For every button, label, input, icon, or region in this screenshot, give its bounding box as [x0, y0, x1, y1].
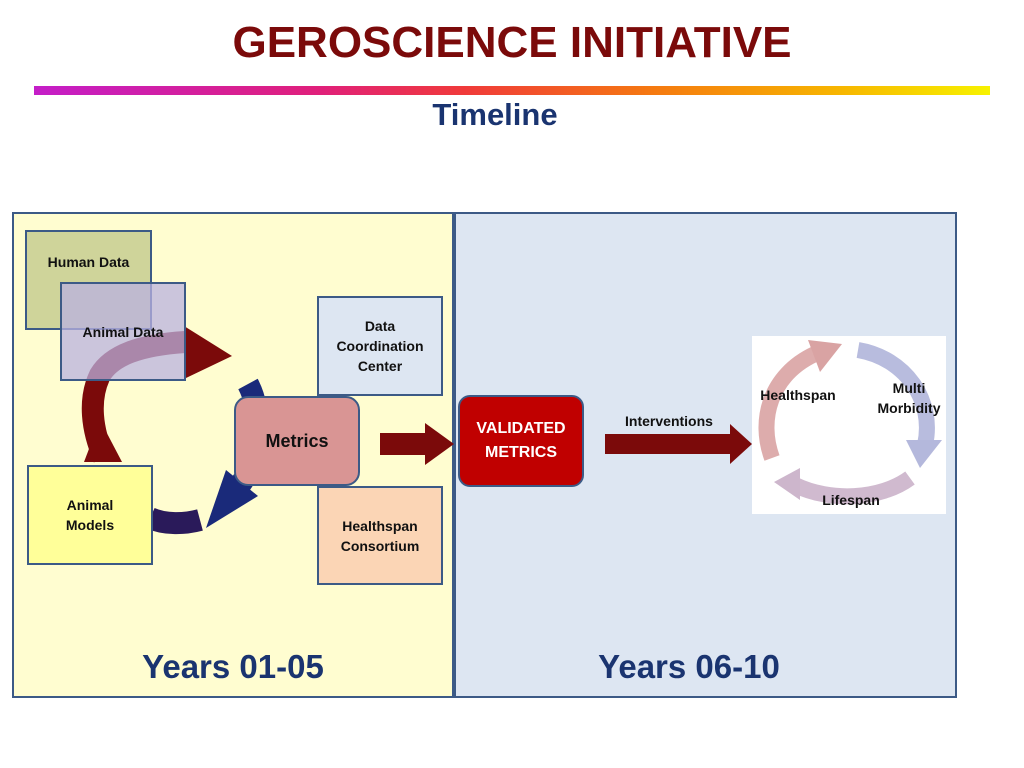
multi-morbidity-label: Multi Morbidity — [877, 380, 941, 416]
years-06-10-label: Years 06-10 — [598, 648, 780, 685]
cycle-arrow-bottom — [145, 507, 203, 535]
lifespan-label: Lifespan — [822, 492, 880, 508]
healthspan-label: Healthspan — [760, 387, 836, 403]
years-01-05-label: Years 01-05 — [142, 648, 324, 685]
animal-data-box: Animal Data — [60, 282, 186, 381]
arrow-metrics-to-validated-head — [425, 423, 454, 465]
cycle-arrowhead-up — [84, 420, 122, 462]
cycle-arrowhead-multi-morbidity — [906, 440, 942, 468]
interventions-label: Interventions — [625, 413, 713, 429]
cycle-arrowhead-right — [184, 326, 232, 378]
animal-models-box: Animal Models — [27, 465, 153, 565]
title-underline-bar — [34, 86, 990, 95]
arrow-interventions-shaft — [605, 434, 731, 454]
page-title: GEROSCIENCE INITIATIVE — [232, 18, 792, 67]
arrow-interventions-head — [730, 424, 752, 464]
cycle-arrowhead-down-left — [206, 470, 258, 528]
metrics-box: Metrics — [234, 396, 360, 486]
cycle-arc-multi-morbidity — [856, 342, 935, 447]
cycle-arc-lifespan — [791, 471, 915, 505]
healthspan-consortium-box: Healthspan Consortium — [317, 486, 443, 585]
cycle-arc-healthspan — [758, 346, 819, 461]
cycle-arrowhead-healthspan — [808, 340, 842, 372]
cycle-arrowhead-lifespan — [774, 468, 800, 500]
data-coordination-center-box: Data Coordination Center — [317, 296, 443, 396]
page-subtitle: Timeline — [432, 97, 558, 132]
arrow-metrics-to-validated-shaft — [380, 433, 425, 455]
validated-metrics-box: VALIDATED METRICS — [458, 395, 584, 487]
